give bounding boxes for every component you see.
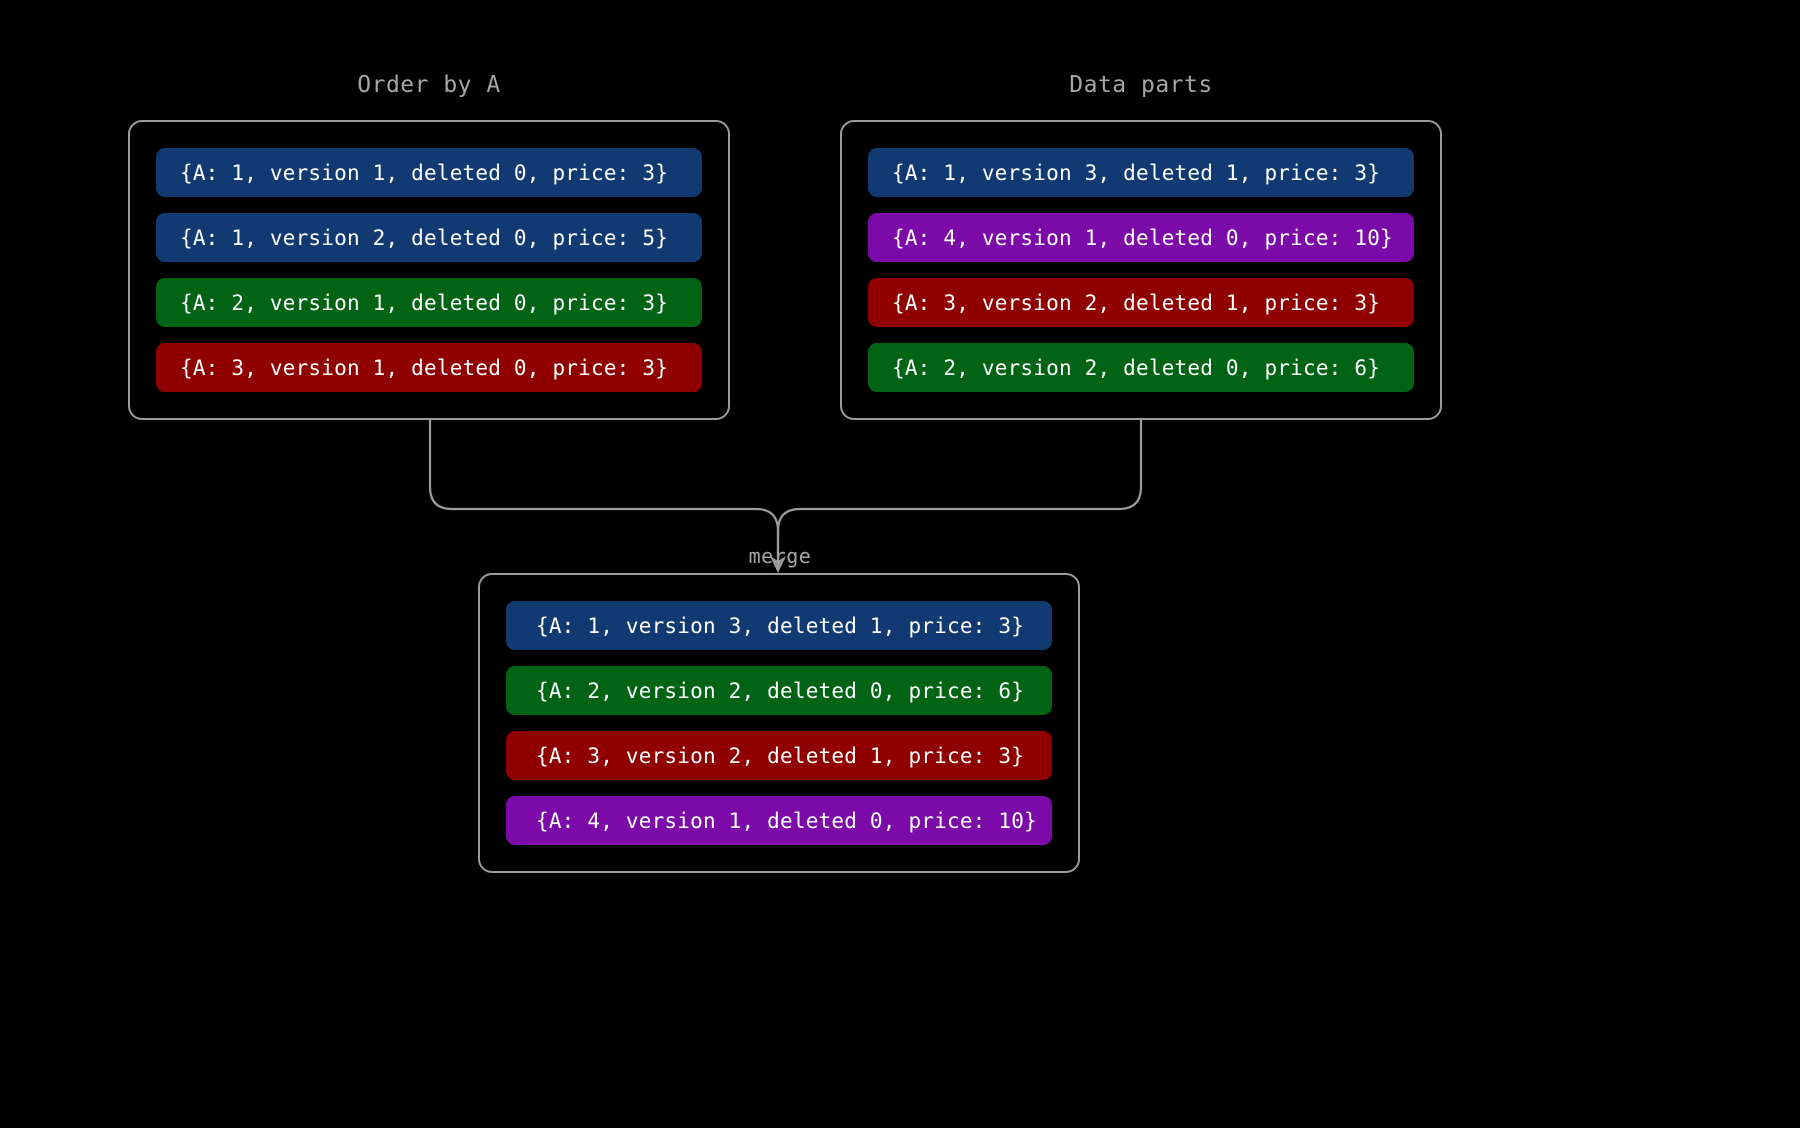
panel-data-parts: {A: 1, version 3, deleted 1, price: 3} {…: [840, 120, 1442, 420]
row-item: {A: 1, version 1, deleted 0, price: 3}: [156, 148, 702, 197]
row-item: {A: 3, version 2, deleted 1, price: 3}: [868, 278, 1414, 327]
row-item: {A: 2, version 1, deleted 0, price: 3}: [156, 278, 702, 327]
row-item: {A: 1, version 2, deleted 0, price: 5}: [156, 213, 702, 262]
row-item: {A: 3, version 1, deleted 0, price: 3}: [156, 343, 702, 392]
panel-merged-result: {A: 1, version 3, deleted 1, price: 3} {…: [478, 573, 1080, 873]
row-item: {A: 2, version 2, deleted 0, price: 6}: [506, 666, 1052, 715]
panel-title-order-by-a: Order by A: [357, 72, 501, 98]
panel-title-data-parts: Data parts: [1069, 72, 1213, 98]
panel-order-by-a: {A: 1, version 1, deleted 0, price: 3} {…: [128, 120, 730, 420]
row-item: {A: 4, version 1, deleted 0, price: 10}: [868, 213, 1414, 262]
row-item: {A: 1, version 3, deleted 1, price: 3}: [868, 148, 1414, 197]
row-item: {A: 3, version 2, deleted 1, price: 3}: [506, 731, 1052, 780]
row-item: {A: 4, version 1, deleted 0, price: 10}: [506, 796, 1052, 845]
row-item: {A: 2, version 2, deleted 0, price: 6}: [868, 343, 1414, 392]
row-item: {A: 1, version 3, deleted 1, price: 3}: [506, 601, 1052, 650]
merge-label: merge: [748, 544, 812, 568]
